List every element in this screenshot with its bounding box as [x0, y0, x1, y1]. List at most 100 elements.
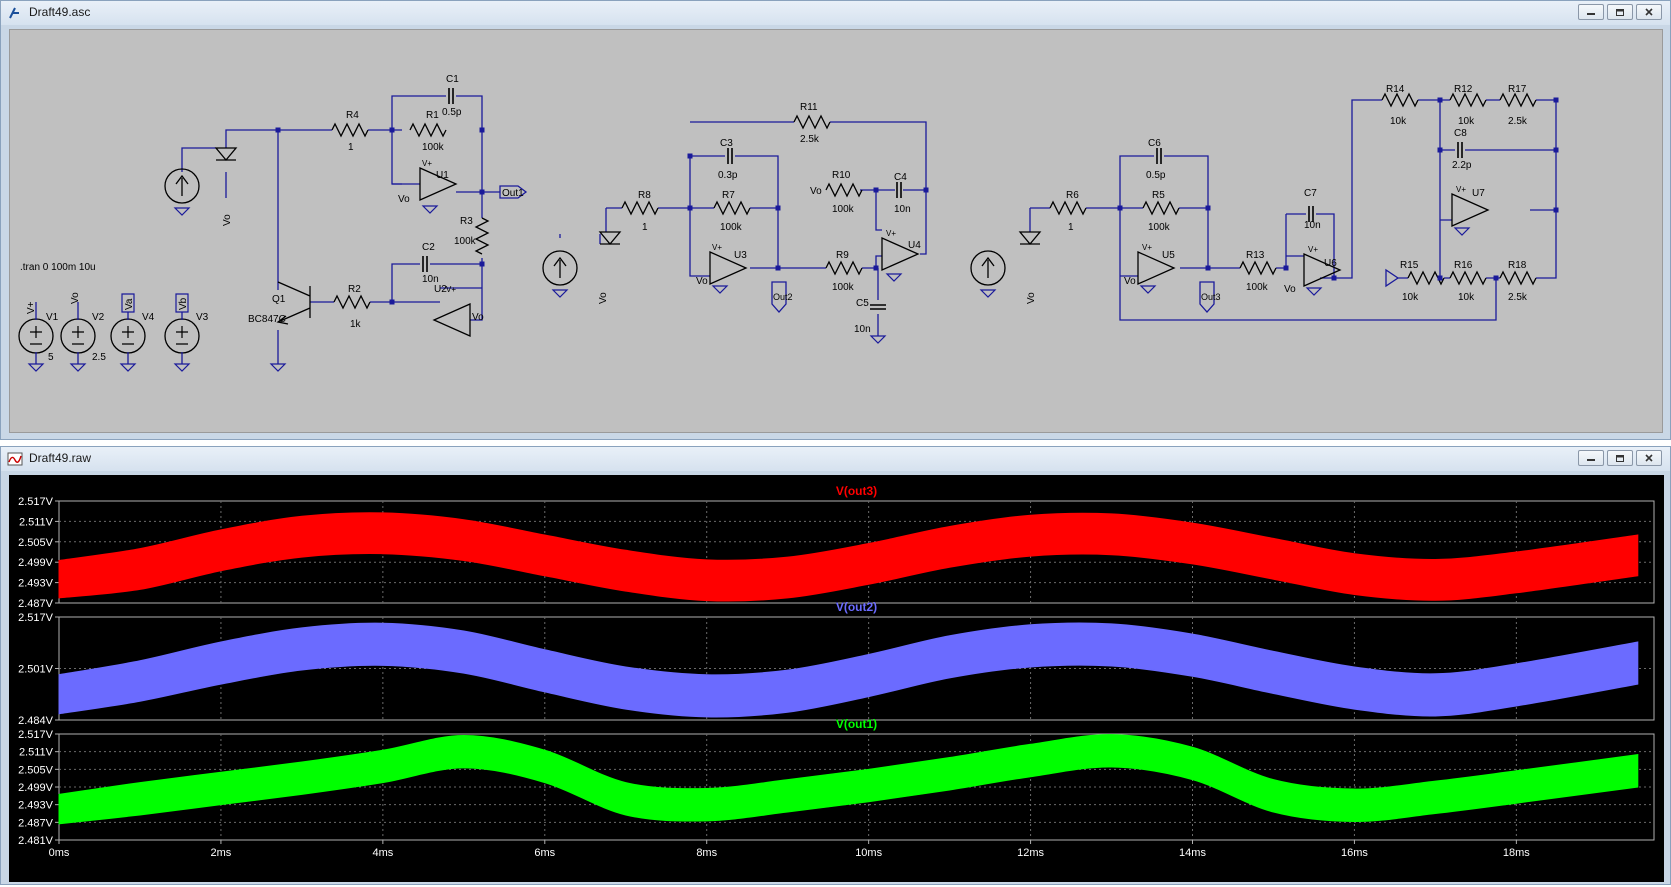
opamp-U2[interactable]: [433, 303, 471, 337]
waveform-icon: [7, 452, 23, 466]
label-vo-v2: Vo: [70, 292, 81, 304]
resistor-R2[interactable]: [333, 295, 371, 309]
resistor-R6[interactable]: [1049, 201, 1087, 215]
minimize-icon: [1587, 459, 1595, 461]
y-tick-label: 2.511V: [19, 516, 54, 528]
label-R13: R13: [1246, 250, 1265, 261]
value-R12: 10k: [1458, 116, 1475, 127]
close-icon: [1645, 454, 1653, 462]
label-V2: V2: [92, 312, 105, 323]
resistor-R12[interactable]: [1449, 93, 1487, 107]
minimize-button[interactable]: [1578, 450, 1604, 466]
label-C3: C3: [720, 138, 733, 149]
schematic-icon: [9, 7, 19, 19]
capacitor-C8[interactable]: [1457, 141, 1463, 159]
label-vb: Vb: [178, 297, 189, 310]
diode-2[interactable]: [598, 231, 622, 246]
schematic-window[interactable]: Draft49.asc: [0, 0, 1671, 440]
trace-band-V(out2)[interactable]: [58, 622, 1639, 718]
capacitor-C3[interactable]: [727, 147, 733, 165]
y-tick-label: 2.499V: [18, 557, 54, 569]
trace-label[interactable]: V(out2): [836, 600, 877, 614]
resistor-R14[interactable]: [1381, 93, 1419, 107]
trace-label[interactable]: V(out1): [836, 717, 877, 731]
y-tick-label: 2.517V: [18, 729, 54, 741]
resistor-R3[interactable]: [475, 217, 489, 255]
resistor-R5[interactable]: [1142, 201, 1180, 215]
label-Q1: Q1: [272, 294, 286, 305]
schematic-canvas[interactable]: .tran 0 100m 10u V1 5 V2 2.5 V4 V3 V+ Vo…: [9, 29, 1663, 433]
value-C7: 10n: [1304, 220, 1321, 231]
capacitor-C6[interactable]: [1156, 147, 1162, 165]
waveform-plots[interactable]: 2.517V2.511V2.505V2.499V2.493V2.487VV(ou…: [9, 475, 1664, 882]
diode-1[interactable]: [214, 147, 238, 162]
value-R13: 100k: [1246, 282, 1269, 293]
y-tick-label: 2.481V: [18, 835, 54, 847]
minimize-button[interactable]: [1578, 4, 1604, 20]
schematic-drawing[interactable]: .tran 0 100m 10u V1 5 V2 2.5 V4 V3 V+ Vo…: [10, 30, 1662, 432]
y-tick-label: 2.517V: [18, 612, 54, 624]
value-R17: 2.5k: [1508, 116, 1528, 127]
x-tick-label: 0ms: [49, 847, 70, 859]
resistor-R4[interactable]: [331, 123, 369, 137]
label-R2: R2: [348, 284, 361, 295]
minimize-icon: [1587, 13, 1595, 15]
resistor-R9[interactable]: [825, 261, 863, 275]
y-tick-label: 2.501V: [18, 664, 54, 676]
value-R15: 10k: [1402, 292, 1419, 303]
value-R1: 100k: [422, 142, 445, 153]
label-U7: U7: [1472, 188, 1485, 199]
pin-vplus-u4: V+: [886, 229, 896, 238]
value-R4: 1: [348, 142, 354, 153]
resistor-R11[interactable]: [793, 115, 831, 129]
x-tick-label: 6ms: [534, 847, 555, 859]
capacitor-C2[interactable]: [422, 255, 428, 273]
tran-directive[interactable]: .tran 0 100m 10u: [20, 262, 96, 273]
capacitor-C4[interactable]: [896, 181, 902, 199]
schematic-titlebar[interactable]: Draft49.asc: [1, 1, 1670, 25]
value-R10: 100k: [832, 204, 855, 215]
trace-band-V(out1)[interactable]: [58, 734, 1639, 825]
value-V1: 5: [48, 352, 54, 363]
capacitor-C1[interactable]: [448, 87, 454, 105]
trace-label[interactable]: V(out3): [836, 484, 877, 498]
restore-button[interactable]: [1607, 450, 1633, 466]
label-R17: R17: [1508, 84, 1527, 95]
label-V4: V4: [142, 312, 155, 323]
label-R14: R14: [1386, 84, 1405, 95]
label-U5: U5: [1162, 250, 1175, 261]
plot-pane-frame[interactable]: [58, 500, 1655, 604]
restore-button[interactable]: [1607, 4, 1633, 20]
resistor-R1[interactable]: [409, 123, 447, 137]
close-button[interactable]: [1636, 450, 1662, 466]
resistor-R7[interactable]: [713, 201, 751, 215]
resistor-R10[interactable]: [825, 183, 863, 197]
resistor-R13[interactable]: [1239, 261, 1277, 275]
transistor-Q1[interactable]: [276, 281, 311, 325]
label-R11: R11: [800, 102, 818, 113]
close-button[interactable]: [1636, 4, 1662, 20]
resistor-R17[interactable]: [1499, 93, 1537, 107]
y-tick-label: 2.517V: [18, 496, 54, 508]
resistor-R16[interactable]: [1449, 271, 1487, 285]
waveform-titlebar[interactable]: Draft49.raw: [1, 447, 1670, 471]
x-tick-label: 16ms: [1341, 847, 1368, 859]
value-C8: 2.2p: [1452, 160, 1472, 171]
label-C8: C8: [1454, 128, 1467, 139]
trace-band-V(out3)[interactable]: [58, 512, 1639, 602]
label-C2: C2: [422, 242, 435, 253]
resistor-R8[interactable]: [621, 201, 659, 215]
x-tick-label: 14ms: [1179, 847, 1206, 859]
label-vo-d3: Vo: [1026, 292, 1037, 304]
resistor-R18[interactable]: [1499, 271, 1537, 285]
capacitor-C5[interactable]: [869, 304, 887, 310]
label-vo-d2: Vo: [598, 292, 609, 304]
value-C6: 0.5p: [1146, 170, 1166, 181]
diode-3[interactable]: [1018, 231, 1042, 246]
label-R5: R5: [1152, 190, 1165, 201]
label-vo-u1: Vo: [398, 194, 410, 205]
x-tick-label: 4ms: [372, 847, 393, 859]
label-U1: U1: [436, 170, 449, 181]
